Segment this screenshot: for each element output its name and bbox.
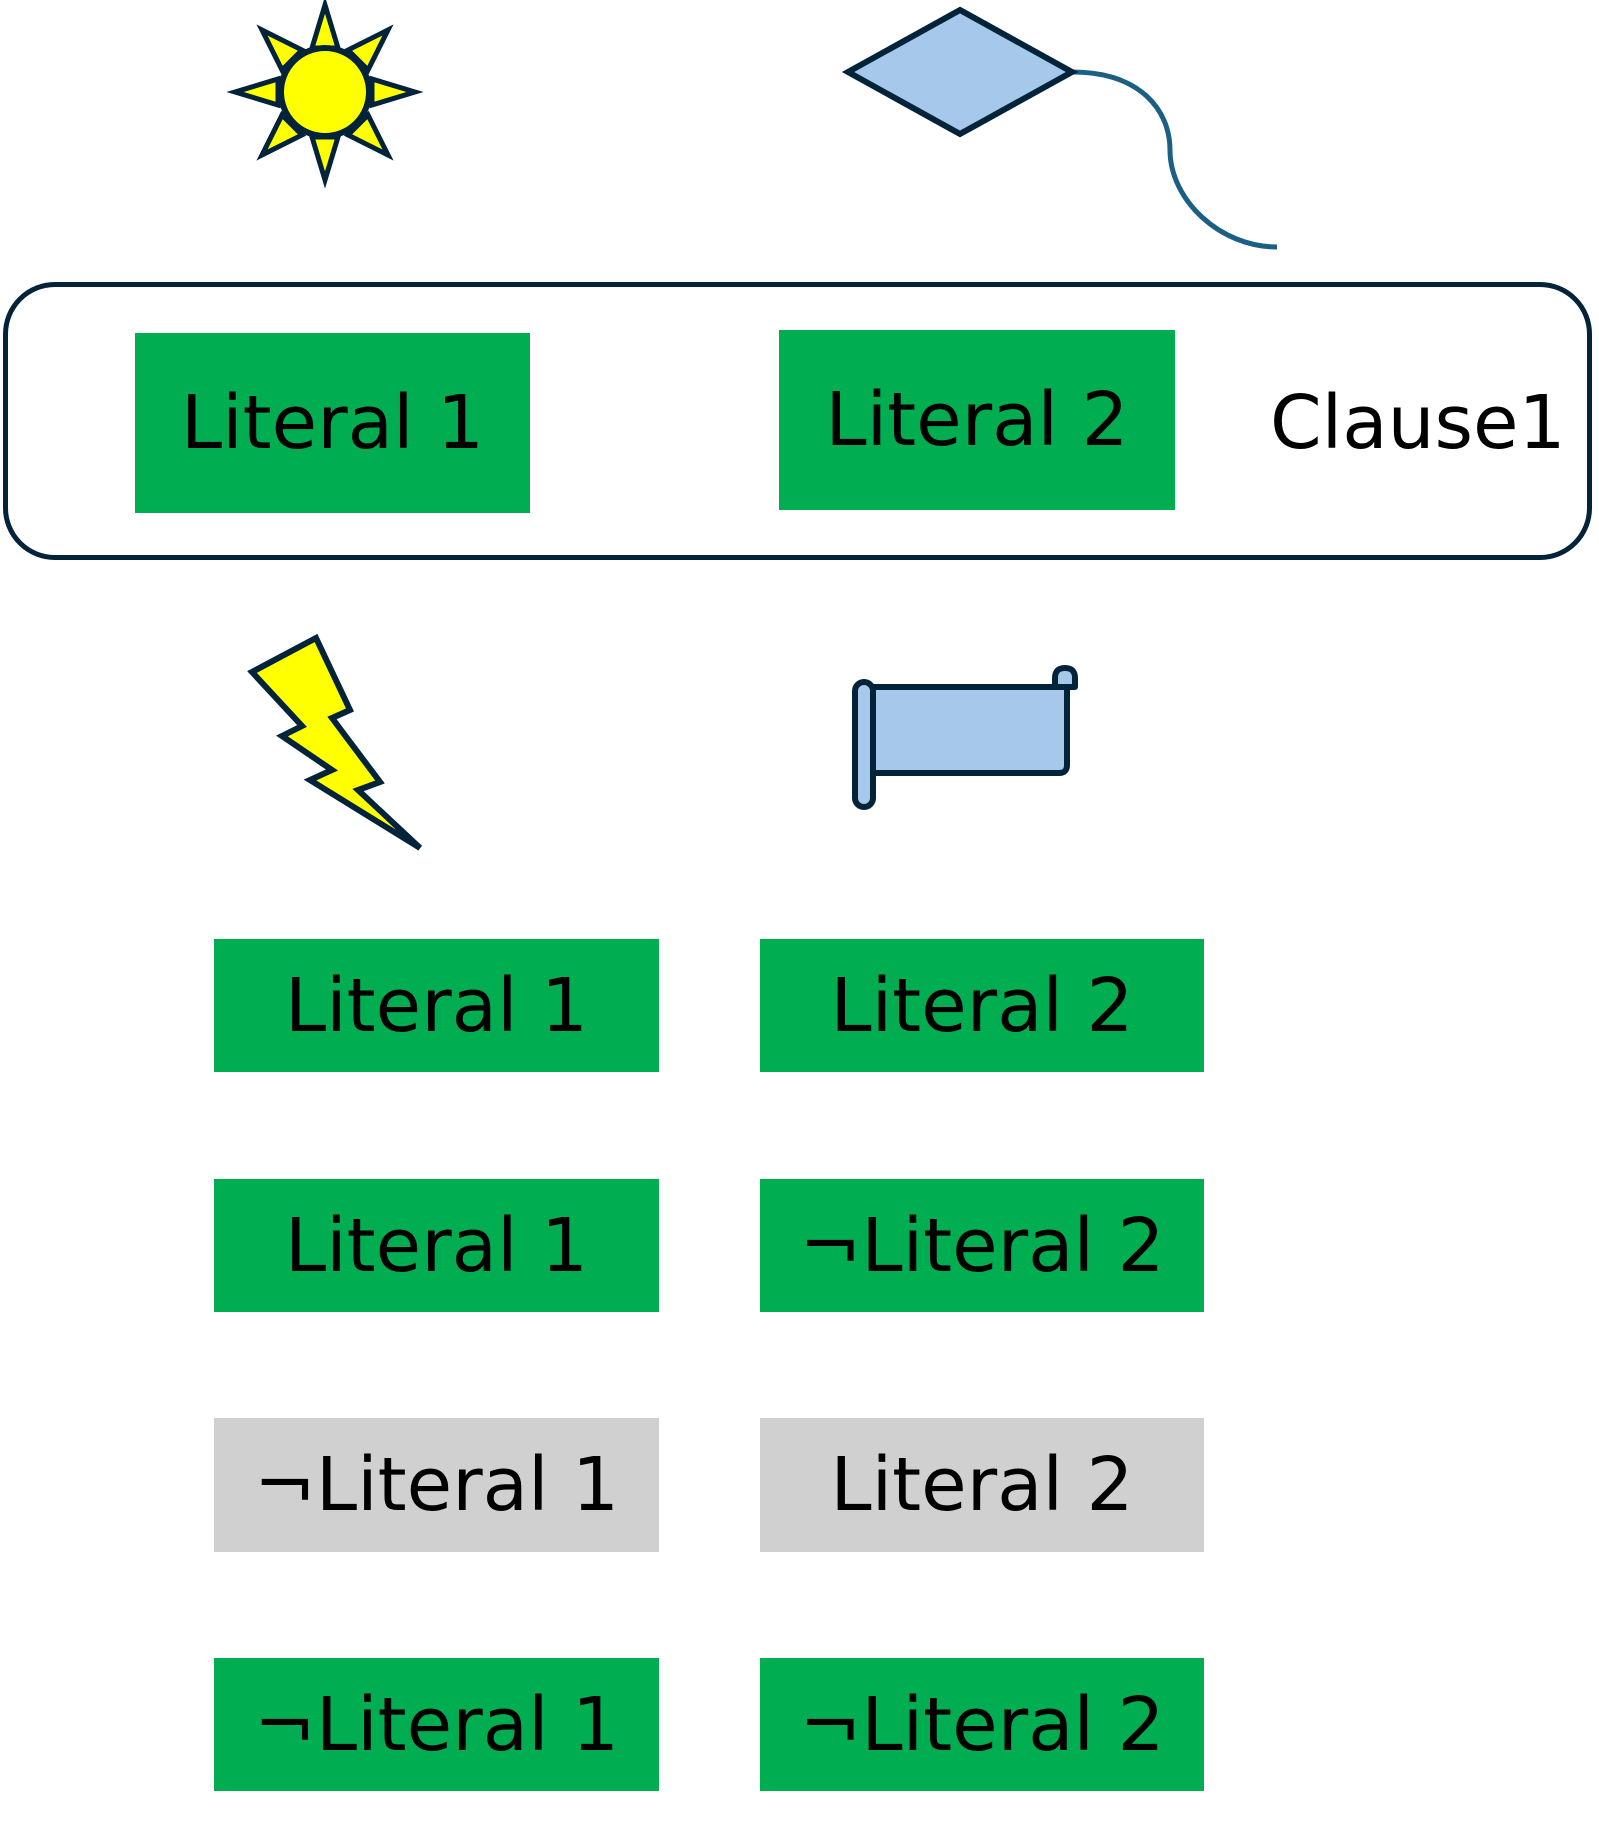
clause-literal-2-label: Literal 2 — [825, 377, 1129, 463]
row-2-literal-1-label: Literal 1 — [284, 1202, 589, 1289]
diamond-icon — [841, 6, 1278, 250]
row-4-literal-1: ¬Literal 1 — [214, 1658, 659, 1791]
row-4-literal-2: ¬Literal 2 — [760, 1658, 1204, 1791]
row-3-literal-2: Literal 2 — [760, 1418, 1204, 1552]
row-3-literal-1: ¬Literal 1 — [214, 1418, 659, 1552]
row-3-literal-2-label: Literal 2 — [830, 1442, 1134, 1528]
clause-container — [3, 282, 1592, 560]
row-2-literal-1: Literal 1 — [214, 1179, 659, 1312]
row-4-literal-1-label: ¬Literal 1 — [253, 1681, 620, 1768]
row-1-literal-1-label: Literal 1 — [284, 962, 589, 1049]
row-1-literal-1: Literal 1 — [214, 939, 659, 1072]
row-3-literal-1-label: ¬Literal 1 — [253, 1442, 620, 1528]
row-2-literal-2-label: ¬Literal 2 — [799, 1202, 1165, 1289]
row-1-literal-2-label: Literal 2 — [830, 962, 1134, 1049]
row-4-literal-2-label: ¬Literal 2 — [799, 1681, 1165, 1768]
row-1-literal-2: Literal 2 — [760, 939, 1204, 1072]
clause-literal-1: Literal 1 — [135, 333, 530, 513]
clause-literal-1-label: Literal 1 — [180, 380, 485, 466]
lightning-bolt-icon — [247, 633, 423, 851]
sun-icon — [226, 0, 424, 189]
scroll-icon — [852, 665, 1078, 810]
clause-literal-2: Literal 2 — [779, 330, 1175, 510]
clause-label: Clause1 — [1270, 380, 1566, 466]
row-2-literal-2: ¬Literal 2 — [760, 1179, 1204, 1312]
